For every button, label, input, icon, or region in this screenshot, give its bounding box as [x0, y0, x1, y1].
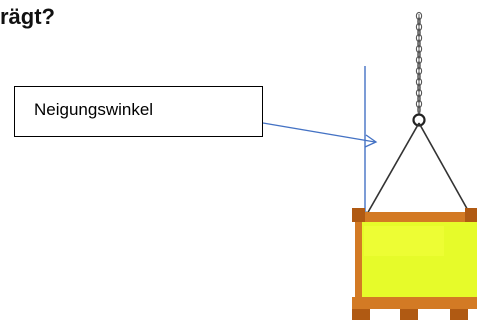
- chain-link: [415, 66, 423, 76]
- pallet-foot-right: [450, 309, 468, 320]
- sling-ring: [412, 113, 426, 127]
- chain-link: [417, 72, 421, 81]
- chain-link: [415, 88, 423, 98]
- crate-right-bracket: [465, 208, 477, 222]
- chain-link: [415, 22, 423, 32]
- crate-left-bracket: [352, 208, 365, 222]
- right-sling-leg: [418, 122, 471, 215]
- callout-pointer-line: [262, 122, 376, 143]
- angle-callout-box: Neigungswinkel: [14, 86, 263, 137]
- chain-link: [415, 11, 423, 21]
- chain-link: [417, 94, 421, 103]
- chain-link: [415, 99, 423, 109]
- chain-link: [417, 50, 421, 59]
- callout-pointer-head: [364, 134, 378, 148]
- chain-link: [415, 55, 423, 65]
- chain-link: [417, 28, 421, 37]
- crate-left-side: [355, 222, 362, 298]
- pallet-foot-middle: [400, 309, 418, 320]
- crate-top-frame: [359, 212, 477, 222]
- callout-pointer-arrow: [262, 122, 378, 148]
- angle-callout-label: Neigungswinkel: [34, 100, 154, 119]
- crate-body-highlight: [364, 226, 444, 256]
- chain-link: [417, 39, 421, 48]
- chain-links: [415, 11, 423, 114]
- chain-link: [415, 77, 423, 87]
- left-sling-leg: [366, 122, 420, 215]
- chain-link: [417, 17, 421, 26]
- load-crate: [352, 208, 477, 320]
- chain-link: [417, 83, 421, 92]
- chain-icon: [415, 11, 423, 114]
- chain-link: [415, 33, 423, 43]
- pallet-foot-left: [352, 309, 370, 320]
- chain-link: [417, 61, 421, 70]
- chain-link: [417, 105, 421, 114]
- chain-link: [415, 44, 423, 54]
- crate-pallet-bar: [352, 297, 477, 309]
- question-heading: rägt?: [0, 4, 55, 29]
